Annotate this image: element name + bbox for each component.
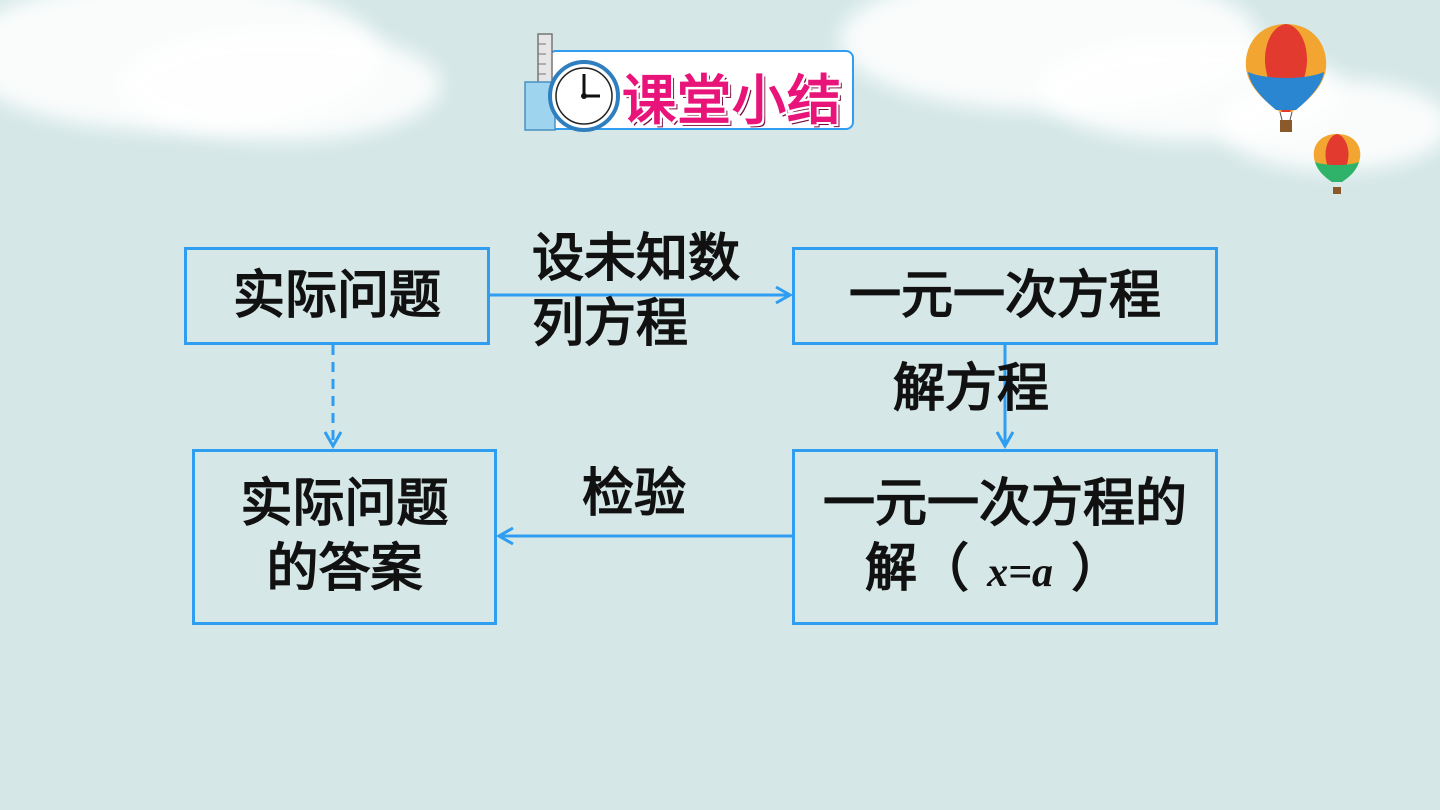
edge-label-set-up-line1: 设未知数	[532, 229, 741, 289]
clock-icon	[548, 60, 620, 132]
edge-label-check: 检验	[582, 464, 687, 524]
hot-air-balloon-icon	[1313, 134, 1361, 194]
solution-prefix: 解（	[865, 539, 988, 599]
edge-label-set-up-line2: 列方程	[532, 294, 689, 354]
page-title: 课堂小结	[622, 69, 842, 132]
box-problem-answer-line2: 的答案	[266, 539, 423, 599]
box-linear-equation: 一元一次方程	[792, 247, 1218, 345]
edge-label-solve: 解方程	[893, 359, 1050, 419]
edge-label-set-up: 设未知数 列方程	[532, 227, 740, 357]
box-problem-answer: 实际问题 的答案	[192, 449, 497, 625]
box-actual-problem-label: 实际问题	[232, 265, 441, 326]
box-equation-solution-line1: 一元一次方程的	[822, 474, 1187, 534]
cloud-decoration	[120, 30, 440, 140]
solution-math: x=a	[987, 550, 1054, 596]
hot-air-balloon-icon	[1245, 24, 1327, 132]
box-linear-equation-label: 一元一次方程	[848, 265, 1161, 326]
box-problem-answer-line1: 实际问题	[240, 474, 449, 534]
box-actual-problem: 实际问题	[184, 247, 490, 345]
solution-suffix: ）	[1053, 539, 1124, 599]
box-equation-solution-line2: 解（ x=a ）	[865, 537, 1123, 602]
box-equation-solution: 一元一次方程的 解（ x=a ）	[792, 449, 1218, 625]
